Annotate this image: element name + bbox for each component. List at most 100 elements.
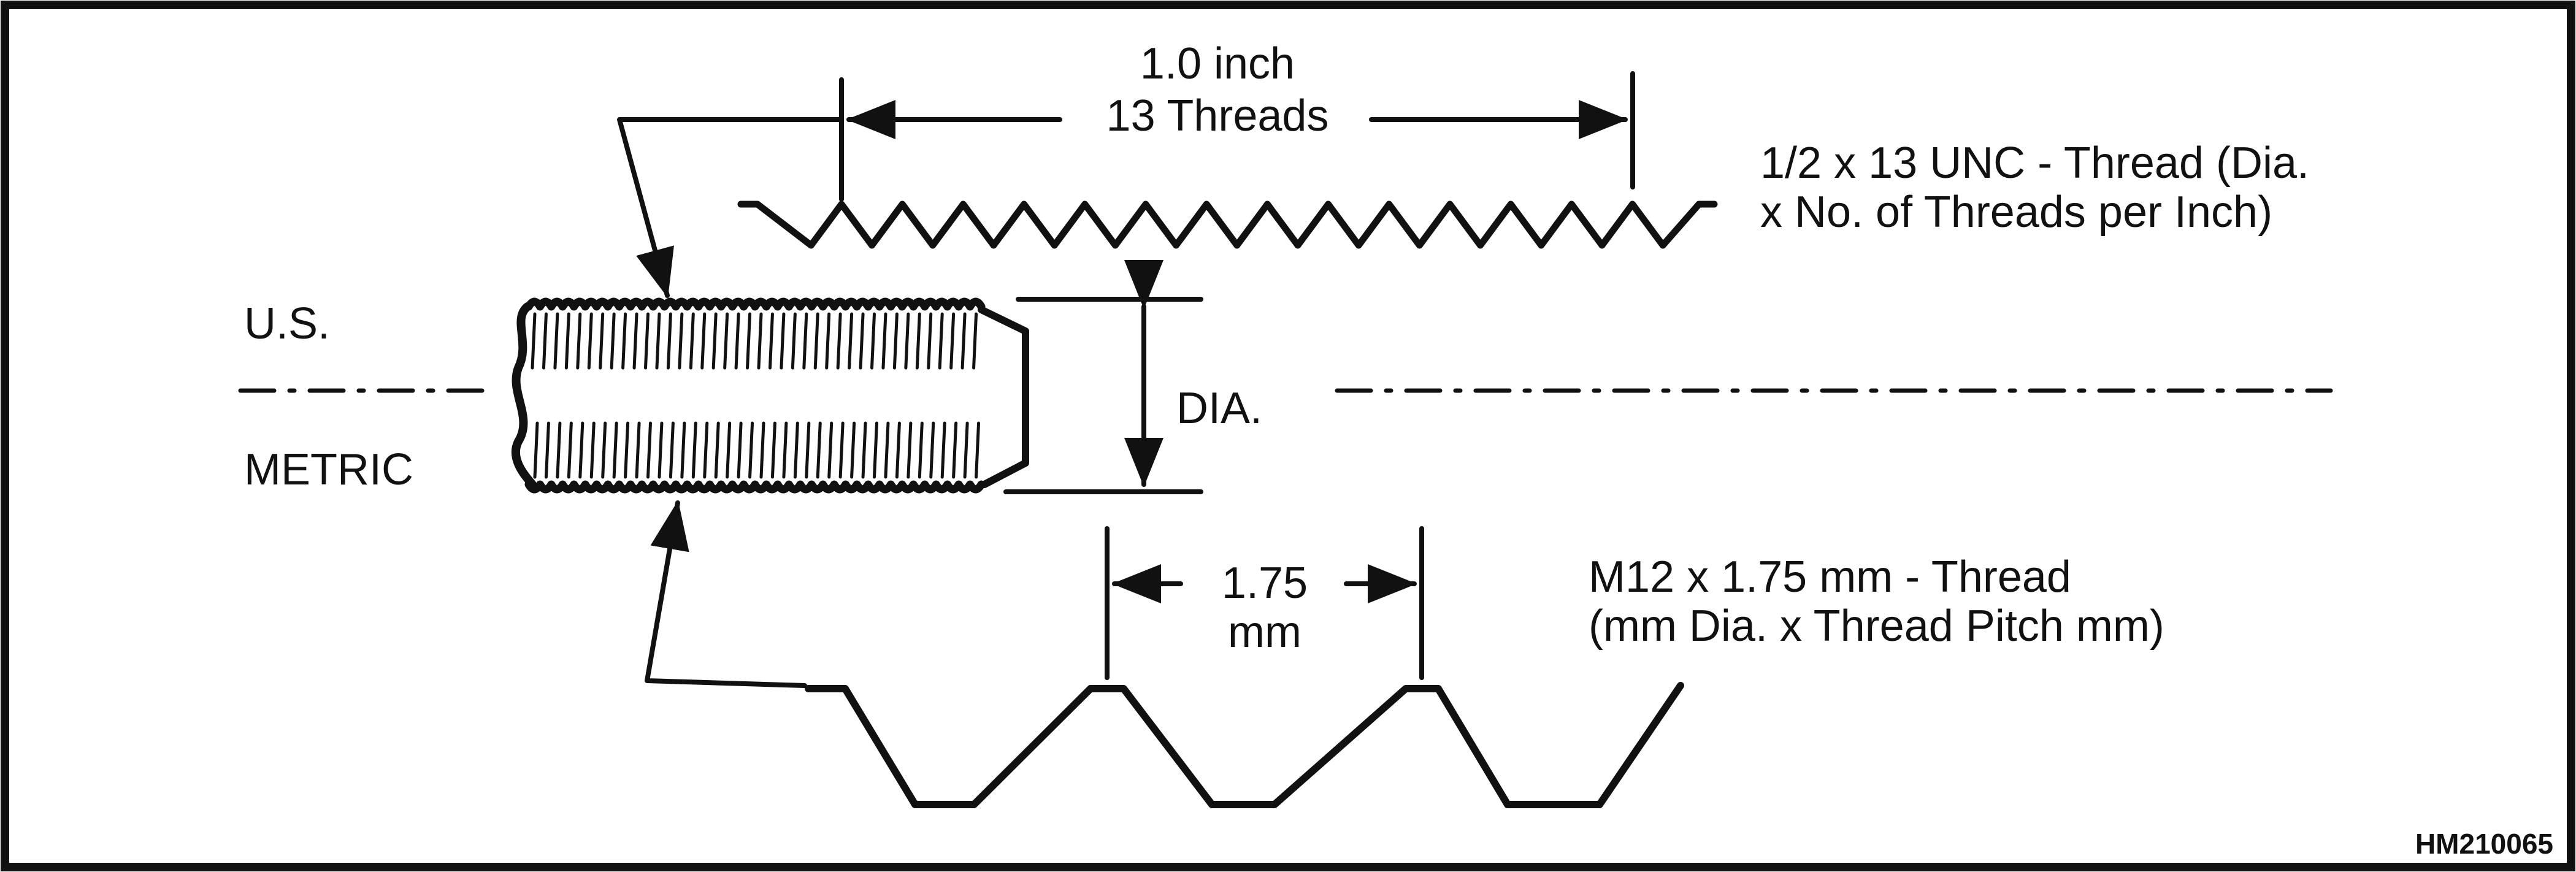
bolt-hatch-line: [544, 421, 550, 479]
bolt-thread-hatching: [531, 312, 981, 479]
pitch-dimension: [1105, 526, 1424, 680]
bolt-hatch-line: [691, 421, 697, 479]
bolt-hatch-line: [859, 312, 865, 370]
bolt-hatch-line: [972, 312, 978, 370]
us-label: U.S.: [244, 299, 330, 348]
bolt-hatch-line: [836, 312, 842, 370]
bolt-hatch-line: [700, 312, 707, 370]
bolt-hatch-line: [644, 312, 650, 370]
bolt-hatch-line: [635, 421, 641, 479]
bolt-hatch-line: [737, 421, 743, 479]
bolt-hatch-line: [915, 312, 921, 370]
us-leader-arrow: [617, 117, 841, 298]
inch-length-label: 1.0 inch: [1140, 39, 1295, 88]
bolt-hatch-line: [564, 312, 570, 370]
bolt-hatch-line: [542, 312, 548, 370]
bolt-hatch-line: [861, 421, 867, 479]
bolt-hatch-line: [780, 312, 786, 370]
inch-length-dimension: [839, 71, 1635, 202]
bolt-hatch-line: [825, 312, 831, 370]
bolt-hatch-line: [907, 421, 913, 479]
bolt-hatch-line: [827, 421, 834, 479]
metric-thread-profile: [805, 682, 1684, 808]
bolt-hatch-line: [666, 312, 672, 370]
bolt-hatch-line: [918, 421, 924, 479]
bolt-hatch-line: [793, 421, 799, 479]
bolt-hatch-line: [680, 421, 686, 479]
us-thread-profile: [737, 201, 1718, 249]
bolt-hatch-line: [892, 312, 899, 370]
bolt-hatch-line: [723, 312, 729, 370]
bolt-hatch-line: [589, 421, 596, 479]
metric-description-line2: (mm Dia. x Thread Pitch mm): [1589, 602, 2164, 651]
bolt-hatch-line: [703, 421, 709, 479]
bolt-hatch-line: [612, 421, 618, 479]
bolt-hatch-line: [791, 312, 797, 370]
metric-description-line1: M12 x 1.75 mm - Thread: [1589, 553, 2071, 602]
bolt-hatch-line: [531, 312, 537, 370]
bolt-hatch-line: [714, 421, 720, 479]
bolt-hatch-line: [848, 312, 854, 370]
bolt-hatch-line: [949, 312, 956, 370]
bolt-hatch-line: [870, 312, 876, 370]
bolt-hatch-line: [884, 421, 890, 479]
bolt-top-thread-crests: [524, 297, 986, 311]
bolt-hatch-line: [553, 312, 559, 370]
bolt-hatch-line: [952, 421, 958, 479]
bolt-hatch-line: [838, 421, 845, 479]
bolt-hatch-line: [940, 421, 946, 479]
bolt-hatch-line: [689, 312, 695, 370]
bolt-hatch-line: [768, 312, 774, 370]
bolt-hatch-line: [567, 421, 573, 479]
figure-code: HM210065: [2415, 828, 2553, 860]
bolt-hatch-line: [632, 312, 638, 370]
metric-label: METRIC: [244, 445, 413, 494]
bolt-hatch-line: [556, 421, 562, 479]
bolt-hatch-line: [873, 421, 878, 479]
bolt-hatch-line: [678, 312, 684, 370]
bolt-hatch-line: [757, 312, 763, 370]
bolt-hatch-line: [646, 421, 652, 479]
bolt-hatch-line: [963, 421, 969, 479]
bolt-hatch-line: [624, 421, 630, 479]
bolt-hatch-line: [587, 312, 593, 370]
bolt-hatch-line: [881, 312, 887, 370]
bolt-hatch-line: [578, 421, 585, 479]
bolt-hatch-line: [601, 421, 607, 479]
dia-label: DIA.: [1176, 384, 1262, 433]
pitch-unit-label: mm: [1228, 608, 1301, 657]
bolt-hatch-line: [669, 421, 675, 479]
pitch-value-label: 1.75: [1222, 559, 1308, 608]
bolt-hatch-line: [929, 421, 935, 479]
bolt-hatch-line: [599, 312, 605, 370]
bolt-hatch-line: [782, 421, 788, 479]
bolt-hatch-line: [711, 312, 718, 370]
bolt-hatch-line: [621, 312, 627, 370]
metric-leader-arrow: [645, 500, 807, 688]
bolt-hatch-line: [975, 421, 981, 479]
bolt-hatch-line: [805, 421, 811, 479]
unc-description-line1: 1/2 x 13 UNC - Thread (Dia.: [1760, 139, 2309, 188]
bolt-hatch-line: [960, 312, 967, 370]
bolt-hatch-line: [655, 312, 661, 370]
bolt-hatch-line: [657, 421, 664, 479]
bolt-hatch-line: [927, 312, 933, 370]
bolt-hatch-line: [533, 421, 539, 479]
bolt-hatch-line: [904, 312, 910, 370]
bolt-hatch-line: [770, 421, 776, 479]
bolt-hatch-line: [576, 312, 582, 370]
bolt-hatch-line: [938, 312, 944, 370]
diameter-dimension: [1003, 260, 1203, 494]
bolt-hatch-line: [610, 312, 616, 370]
bolt-drawing: [511, 297, 1029, 494]
bolt-hatch-line: [746, 312, 752, 370]
bolt-hatch-line: [748, 421, 754, 479]
bolt-bottom-thread-crests: [524, 480, 986, 494]
bolt-hatch-line: [759, 421, 765, 479]
bolt-hatch-line: [850, 421, 856, 479]
bolt-hatch-line: [734, 312, 740, 370]
bolt-hatch-line: [726, 421, 732, 479]
unc-description-line2: x No. of Threads per Inch): [1760, 188, 2272, 237]
